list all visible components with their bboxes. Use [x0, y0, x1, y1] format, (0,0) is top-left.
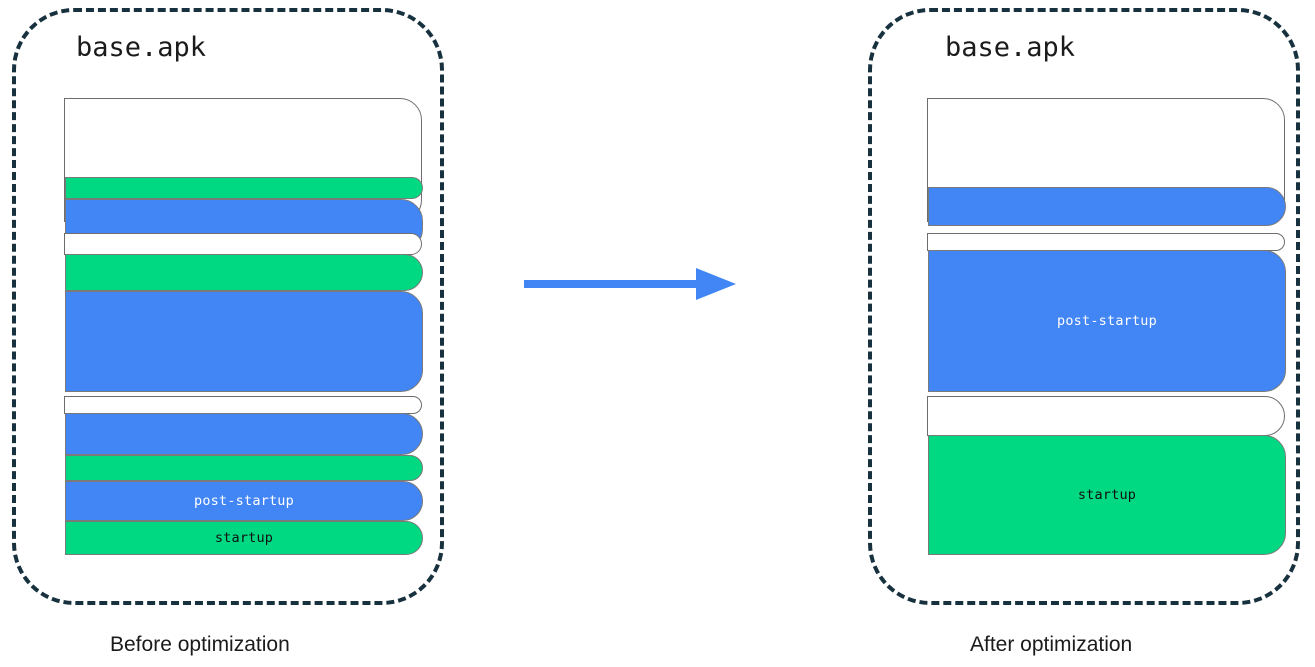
- caption-after: After optimization: [970, 633, 1133, 656]
- dex-layer-post-startup: post-startup: [928, 250, 1286, 392]
- transition-arrow: [524, 262, 736, 306]
- dex-layer-blue: [928, 187, 1286, 226]
- dex-layer-post-startup: post-startup: [65, 481, 423, 521]
- apk-title-before: base.apk: [76, 32, 207, 63]
- dex-frame-after-classes3: [927, 98, 1286, 226]
- dex-frame-before-classes3: [64, 98, 423, 251]
- dex-layer-green: [65, 254, 423, 291]
- caption-before: Before optimization: [110, 633, 290, 656]
- after-optimization-panel: [868, 8, 1300, 605]
- dex-layer-blue: [65, 291, 423, 392]
- dex-frame-after-classes: startup: [927, 396, 1286, 555]
- apk-title-after: base.apk: [945, 32, 1076, 63]
- dex-layer-startup: startup: [928, 435, 1286, 555]
- before-optimization-panel: [12, 8, 444, 605]
- dex-layer-green: [65, 455, 423, 481]
- dex-layer-startup: startup: [65, 521, 423, 555]
- dex-frame-before-classes2: [64, 233, 423, 392]
- dex-frame-before-classes: post-startup startup: [64, 396, 423, 555]
- dex-layer-blue: [65, 413, 423, 455]
- dex-layer-green: [65, 177, 423, 199]
- dex-frame-after-classes2: post-startup: [927, 233, 1286, 392]
